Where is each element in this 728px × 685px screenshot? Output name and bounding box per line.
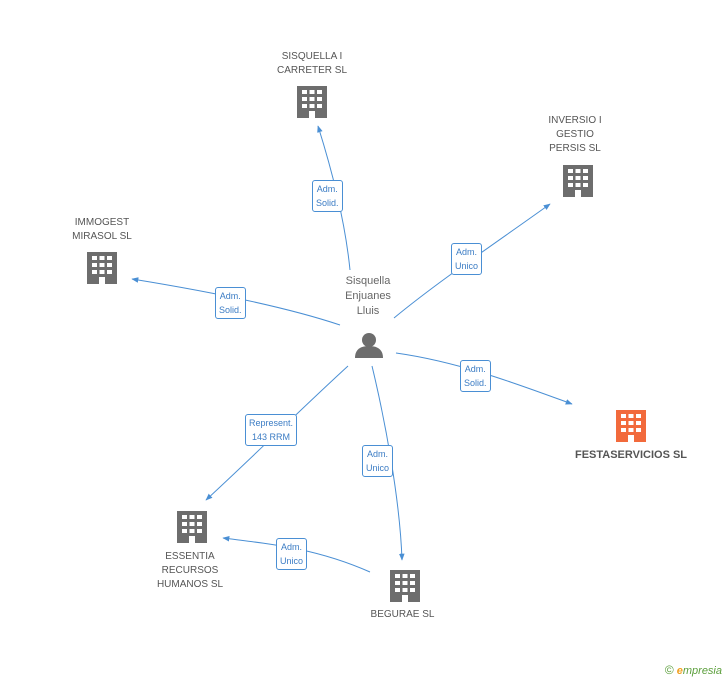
brand-logo-initial: e <box>676 665 683 677</box>
building-icon-immogest <box>87 252 117 284</box>
building-icon-begurae <box>390 570 420 602</box>
building-icon-sisquella-carreter <box>297 86 327 118</box>
edge-label-sisquella-carreter: Adm. Solid. <box>312 180 343 212</box>
company-label-essentia[interactable]: ESSENTIA RECURSOS HUMANOS SL <box>156 551 224 590</box>
person-icon <box>355 333 383 358</box>
edge-label-immogest: Adm. Solid. <box>215 287 246 319</box>
company-label-sisquella-carreter[interactable]: SISQUELLA I CARRETER SL <box>276 51 347 76</box>
person-name[interactable]: Sisquella Enjuanes Lluis <box>345 275 391 317</box>
edge-label-inversio-gestio: Adm. Unico <box>451 243 483 275</box>
edge-label-essentia: Represent. 143 RRM <box>245 414 298 446</box>
empresia-watermark: © empresia <box>665 663 722 677</box>
company-label-begurae[interactable]: BEGURAE SL <box>370 609 435 620</box>
edge-label-festaservicios: Adm. Solid. <box>460 360 491 392</box>
company-label-festaservicios[interactable]: FESTASERVICIOS SL <box>574 449 688 461</box>
company-label-inversio-gestio[interactable]: INVERSIO I GESTIO PERSIS SL <box>548 115 602 154</box>
building-icon-inversio-gestio <box>563 165 593 197</box>
copyright-symbol: © <box>664 663 674 677</box>
building-icon-festaservicios <box>616 410 646 442</box>
brand-name: mpresia <box>682 665 722 677</box>
company-label-immogest[interactable]: IMMOGEST MIRASOL SL <box>72 217 132 242</box>
edge-label-begurae-essentia: Adm. Unico <box>276 538 308 570</box>
building-icon-essentia <box>177 511 207 543</box>
edge-label-begurae: Adm. Unico <box>362 445 394 477</box>
